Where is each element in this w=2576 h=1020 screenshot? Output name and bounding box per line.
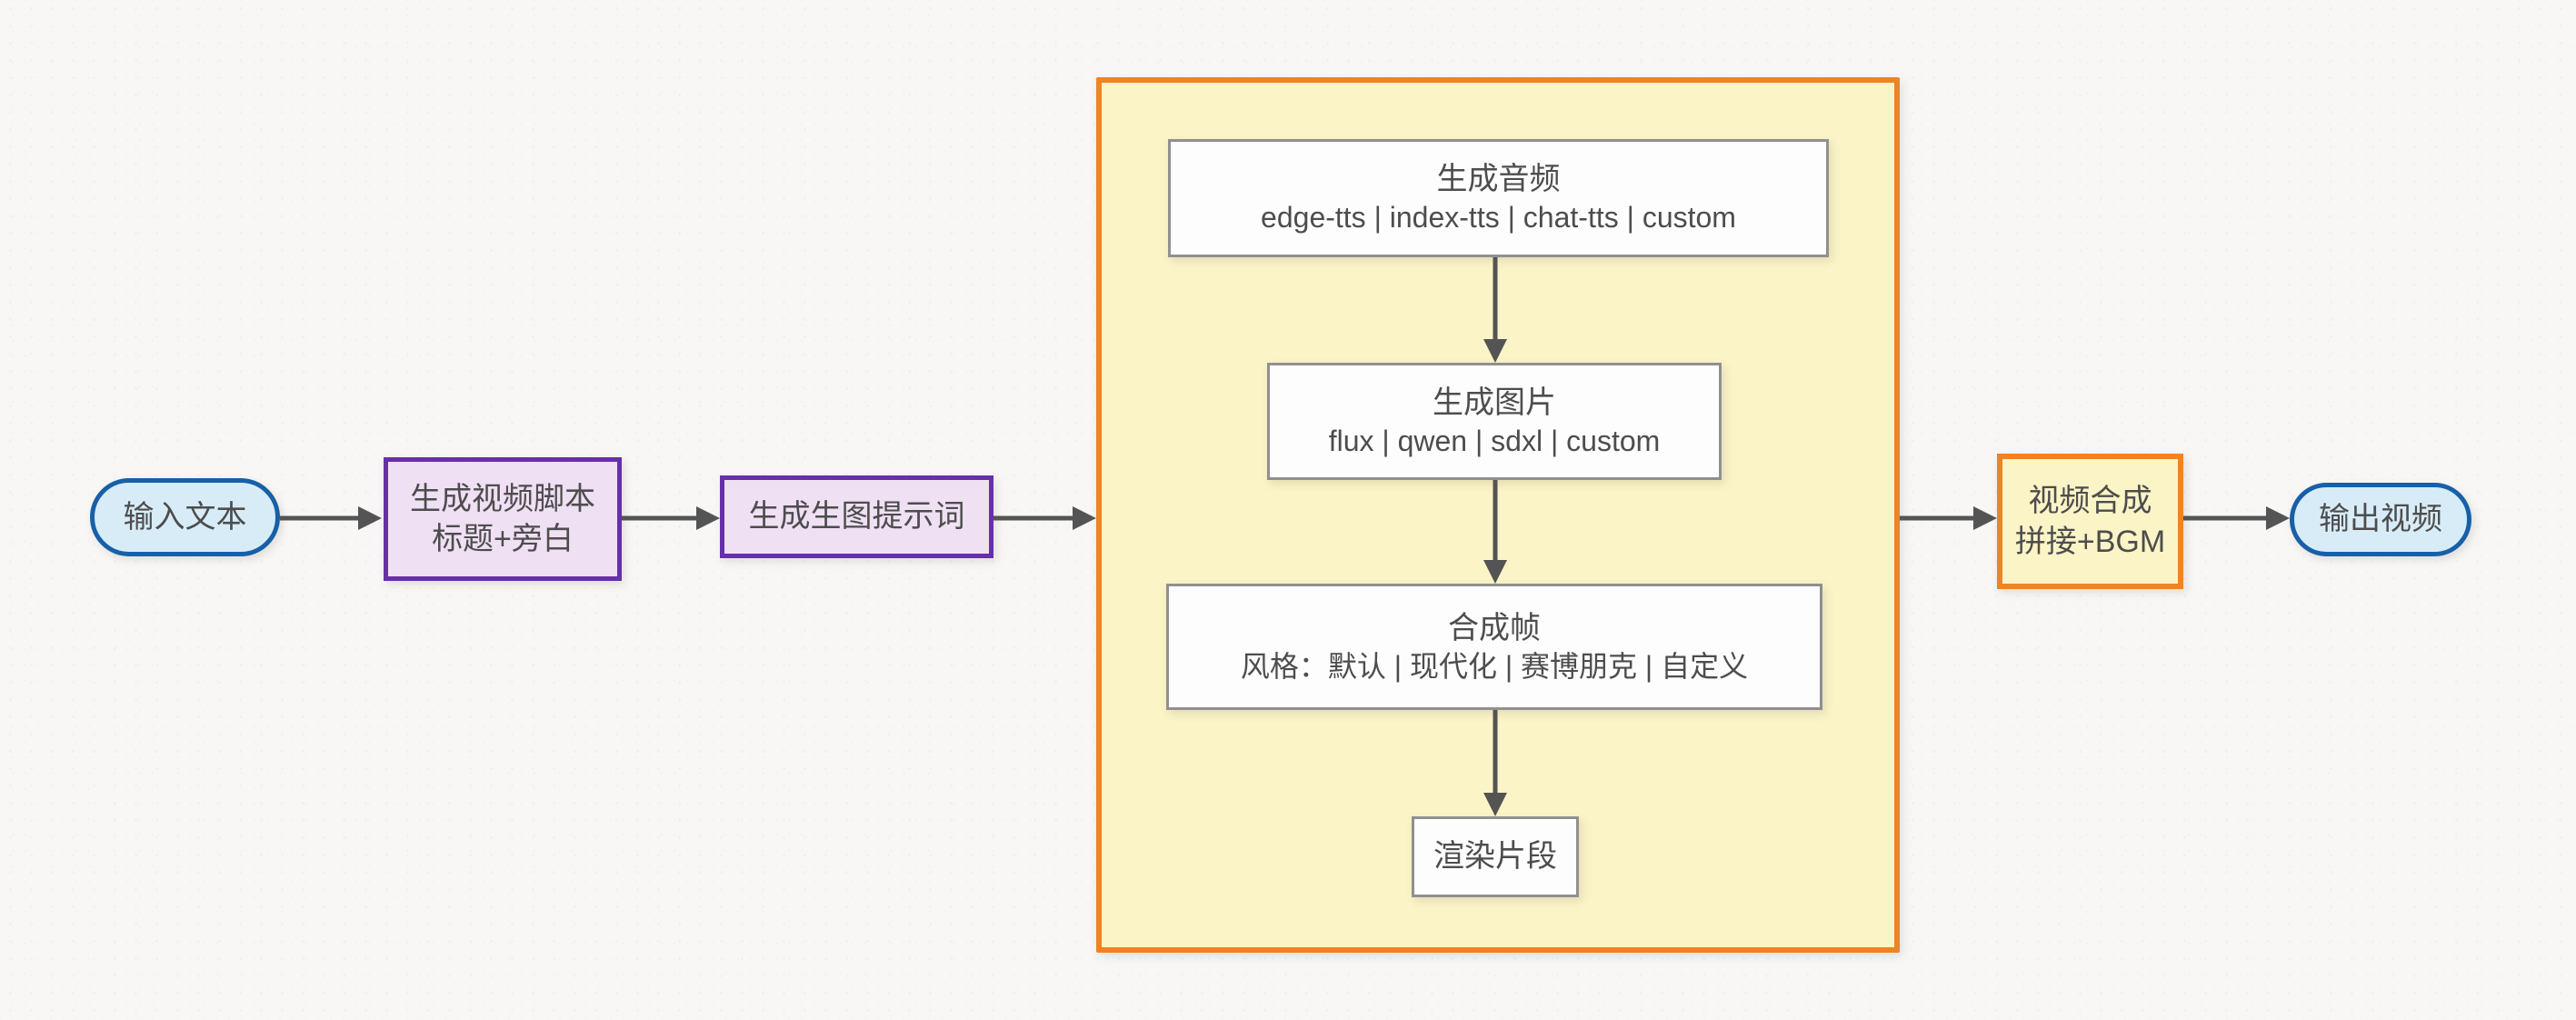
arrowhead-script-to-prompt xyxy=(696,506,720,530)
node-generate-audio: 生成音频 edge-tts | index-tts | chat-tts | c… xyxy=(1168,139,1829,257)
arrowhead-input-to-script xyxy=(358,506,382,530)
node-video-compose-line2: 拼接+BGM xyxy=(2014,524,2166,559)
node-generate-image-prompt-label: 生成生图提示词 xyxy=(748,499,965,535)
arrowhead-pipeline-to-compose xyxy=(1973,506,1997,530)
node-compose-frame-title: 合成帧 xyxy=(1448,610,1541,645)
node-generate-script: 生成视频脚本 标题+旁白 xyxy=(384,457,622,581)
node-output-video: 输出视频 xyxy=(2290,483,2471,556)
node-compose-frame-options: 风格：默认 | 现代化 | 赛博朋克 | 自定义 xyxy=(1240,649,1749,683)
node-output-video-label: 输出视频 xyxy=(2319,502,2442,537)
node-video-compose: 视频合成 拼接+BGM xyxy=(1997,454,2183,589)
node-input-text: 输入文本 xyxy=(90,478,280,556)
node-generate-image-options: flux | qwen | sdxl | custom xyxy=(1328,424,1661,457)
node-generate-image-prompt: 生成生图提示词 xyxy=(720,475,993,558)
node-generate-audio-options: edge-tts | index-tts | chat-tts | custom xyxy=(1261,201,1736,235)
node-generate-audio-title: 生成音频 xyxy=(1436,162,1561,197)
arrowhead-prompt-to-pipeline xyxy=(1073,506,1096,530)
node-render-clip-label: 渲染片段 xyxy=(1433,839,1557,875)
node-generate-image-title: 生成图片 xyxy=(1433,385,1556,420)
node-compose-frame: 合成帧 风格：默认 | 现代化 | 赛博朋克 | 自定义 xyxy=(1166,584,1822,710)
arrowhead-compose-to-output xyxy=(2266,506,2290,530)
node-generate-script-line1: 生成视频脚本 xyxy=(410,481,595,516)
node-render-clip: 渲染片段 xyxy=(1412,816,1579,897)
node-generate-script-line2: 标题+旁白 xyxy=(432,522,574,556)
node-input-text-label: 输入文本 xyxy=(123,499,247,535)
node-generate-image: 生成图片 flux | qwen | sdxl | custom xyxy=(1267,363,1722,480)
node-video-compose-line1: 视频合成 xyxy=(2028,484,2152,519)
